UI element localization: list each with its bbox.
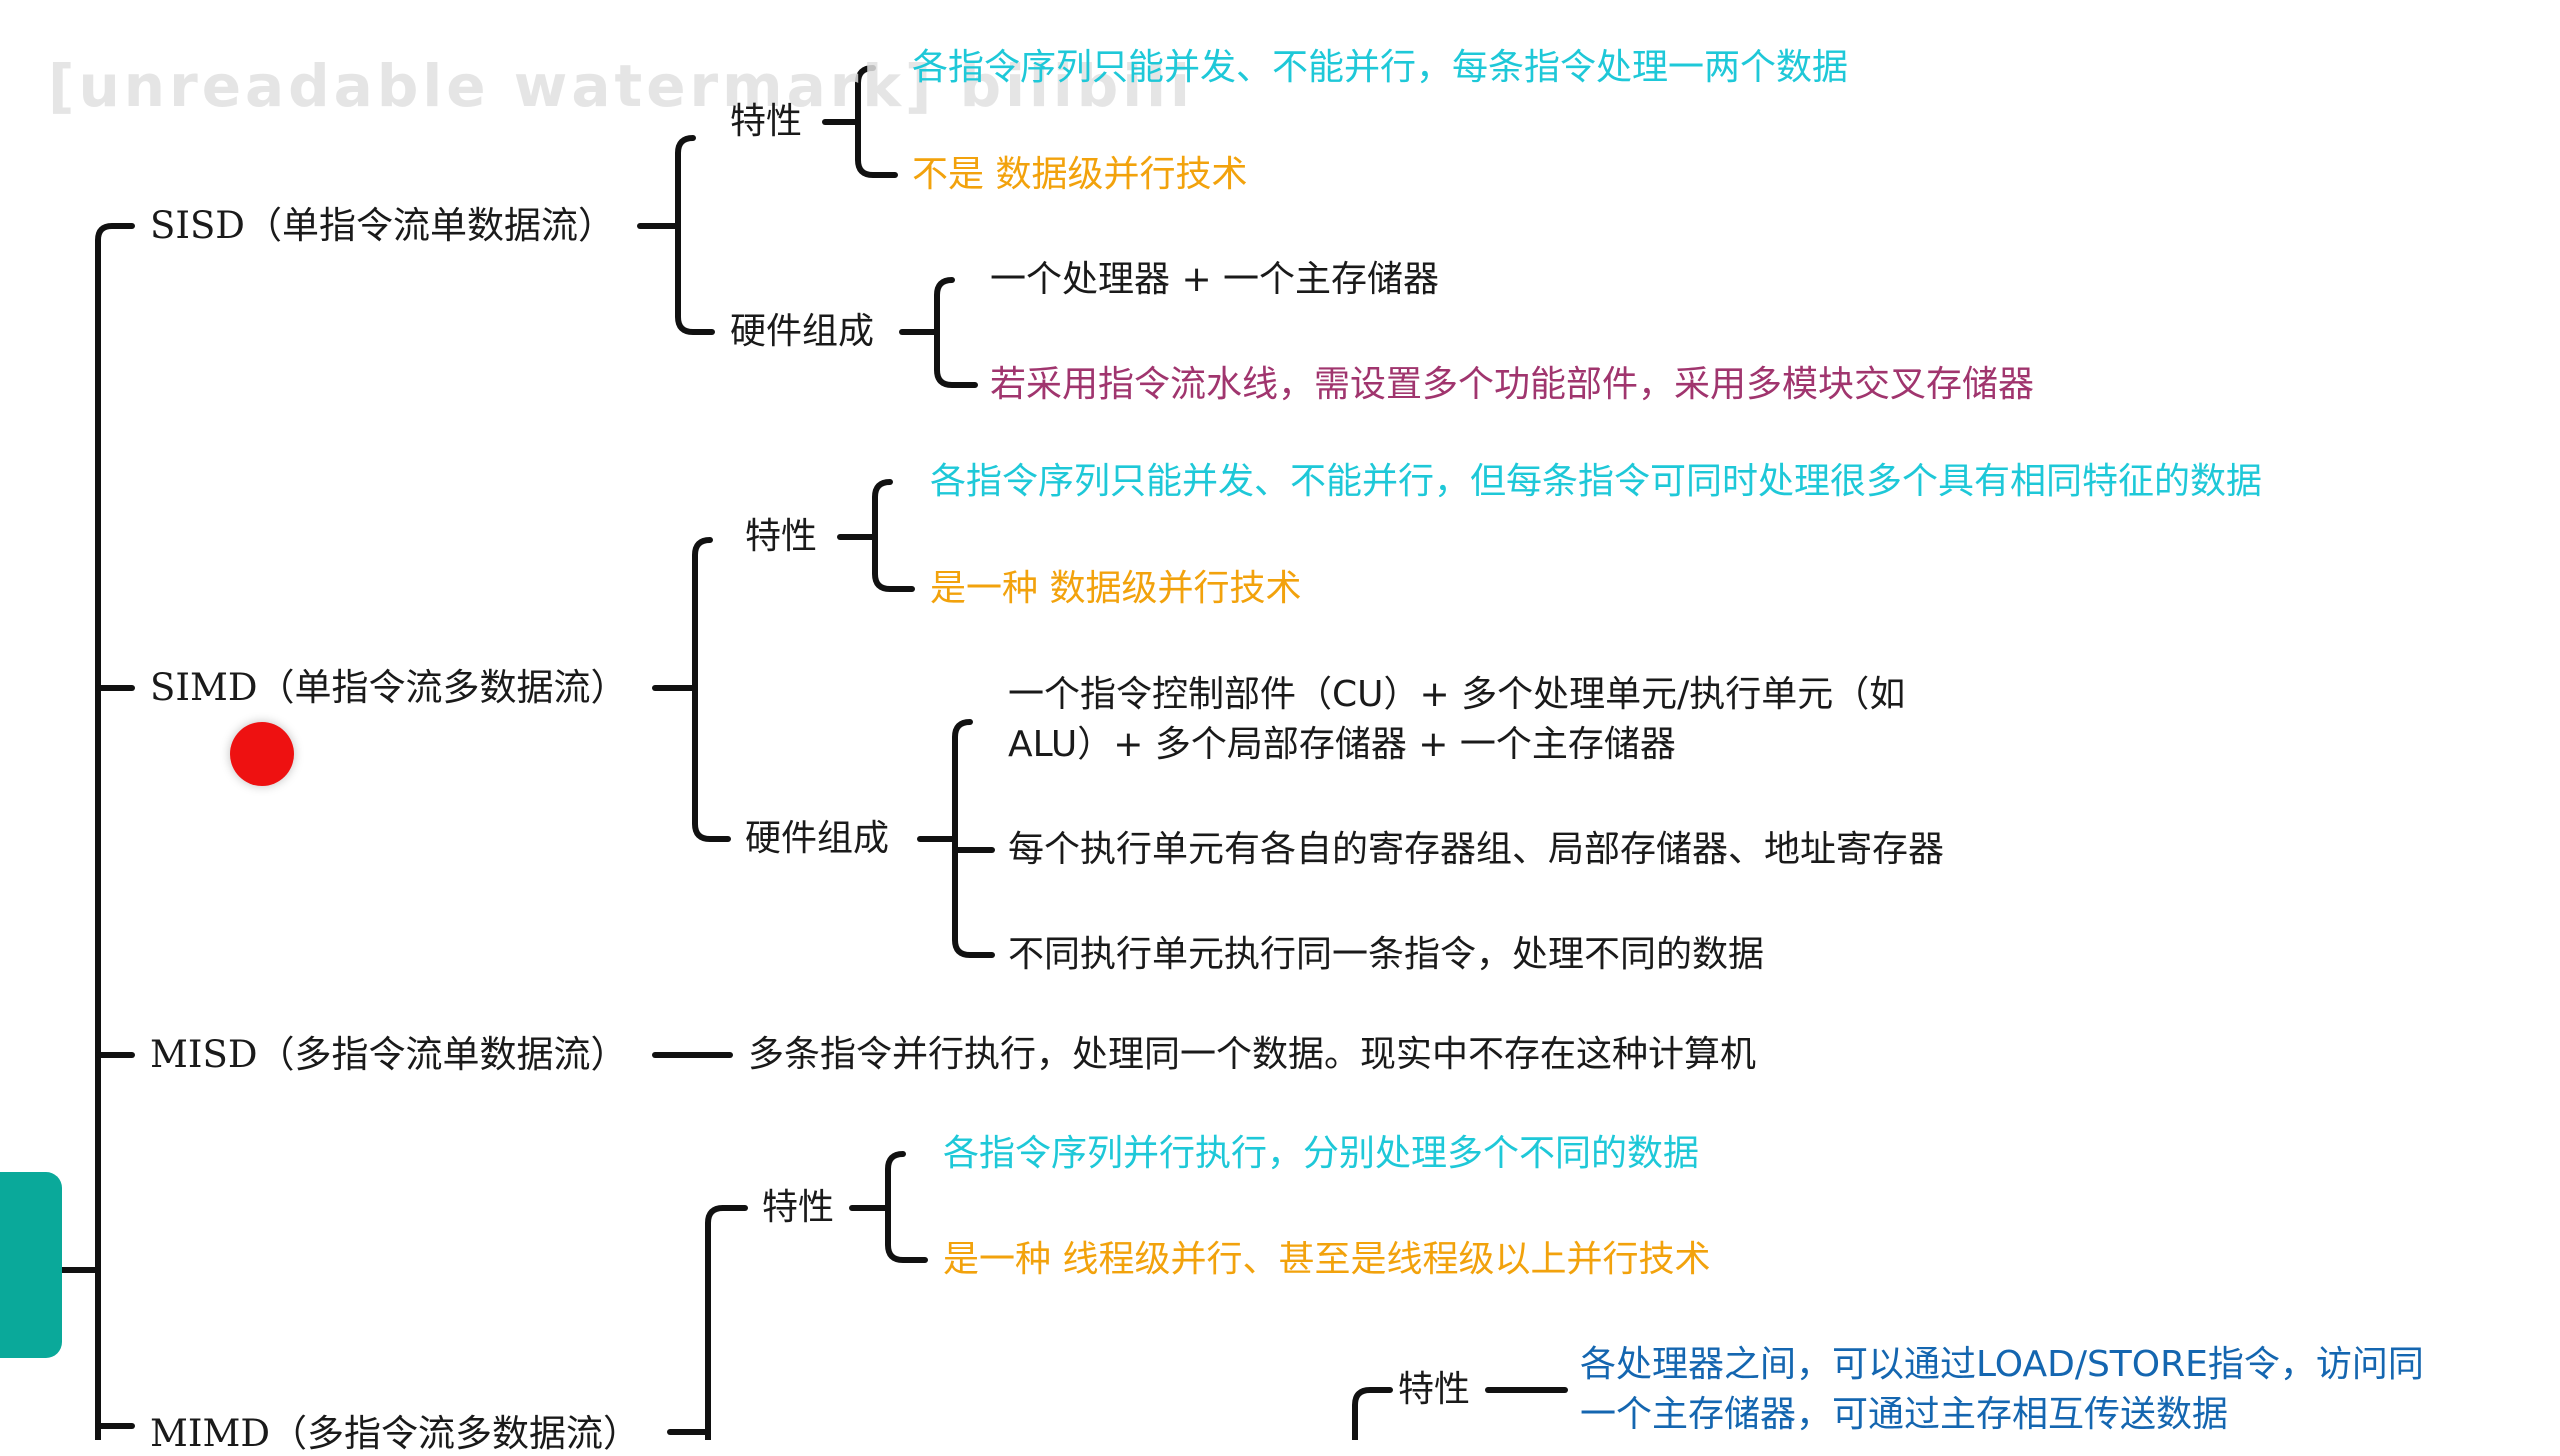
node-simd-traits[interactable]: 特性 xyxy=(745,516,818,557)
node-sisd-hardware[interactable]: 硬件组成 xyxy=(730,311,875,352)
node-simd[interactable]: SIMD（单指令流多数据流） xyxy=(150,666,628,709)
sisd-trait-2: 不是 数据级并行技术 xyxy=(912,154,1248,195)
node-sisd-traits[interactable]: 特性 xyxy=(730,101,803,142)
node-simd-hardware[interactable]: 硬件组成 xyxy=(745,818,890,859)
red-record-dot-icon xyxy=(230,722,294,786)
simd-hardware-2: 每个执行单元有各自的寄存器组、局部存储器、地址寄存器 xyxy=(1008,829,1945,870)
node-mimd[interactable]: MIMD（多指令流多数据流） xyxy=(150,1412,641,1455)
simd-hardware-1: 一个指令控制部件（CU）+ 多个处理单元/执行单元（如ALU）+ 多个局部存储器… xyxy=(1008,674,1906,765)
bilibili-watermark: [unreadable watermark] bilibili xyxy=(48,52,1194,120)
root-node[interactable] xyxy=(0,1172,62,1358)
node-sisd[interactable]: SISD（单指令流单数据流） xyxy=(150,204,615,247)
sisd-hardware-2: 若采用指令流水线，需设置多个功能部件，采用多模块交叉存储器 xyxy=(990,364,2035,405)
node-mimd-traits[interactable]: 特性 xyxy=(762,1187,835,1228)
mimd-sub-trait-1: 各处理器之间，可以通过LOAD/STORE指令，访问同一个主存储器，可通过主存相… xyxy=(1580,1344,2424,1435)
misd-description: 多条指令并行执行，处理同一个数据。现实中不存在这种计算机 xyxy=(748,1034,1757,1075)
node-misd[interactable]: MISD（多指令流单数据流） xyxy=(150,1033,628,1076)
mimd-trait-1: 各指令序列并行执行，分别处理多个不同的数据 xyxy=(943,1133,1700,1174)
sisd-hardware-1: 一个处理器 + 一个主存储器 xyxy=(990,259,1440,300)
simd-hardware-3: 不同执行单元执行同一条指令，处理不同的数据 xyxy=(1008,934,1765,975)
simd-trait-2: 是一种 数据级并行技术 xyxy=(930,568,1302,609)
mimd-trait-2: 是一种 线程级并行、甚至是线程级以上并行技术 xyxy=(943,1239,1711,1280)
sisd-trait-1: 各指令序列只能并发、不能并行，每条指令处理一两个数据 xyxy=(912,47,1849,88)
simd-trait-1: 各指令序列只能并发、不能并行，但每条指令可同时处理很多个具有相同特征的数据 xyxy=(930,461,2263,502)
node-mimd-sub-traits[interactable]: 特性 xyxy=(1398,1369,1471,1410)
